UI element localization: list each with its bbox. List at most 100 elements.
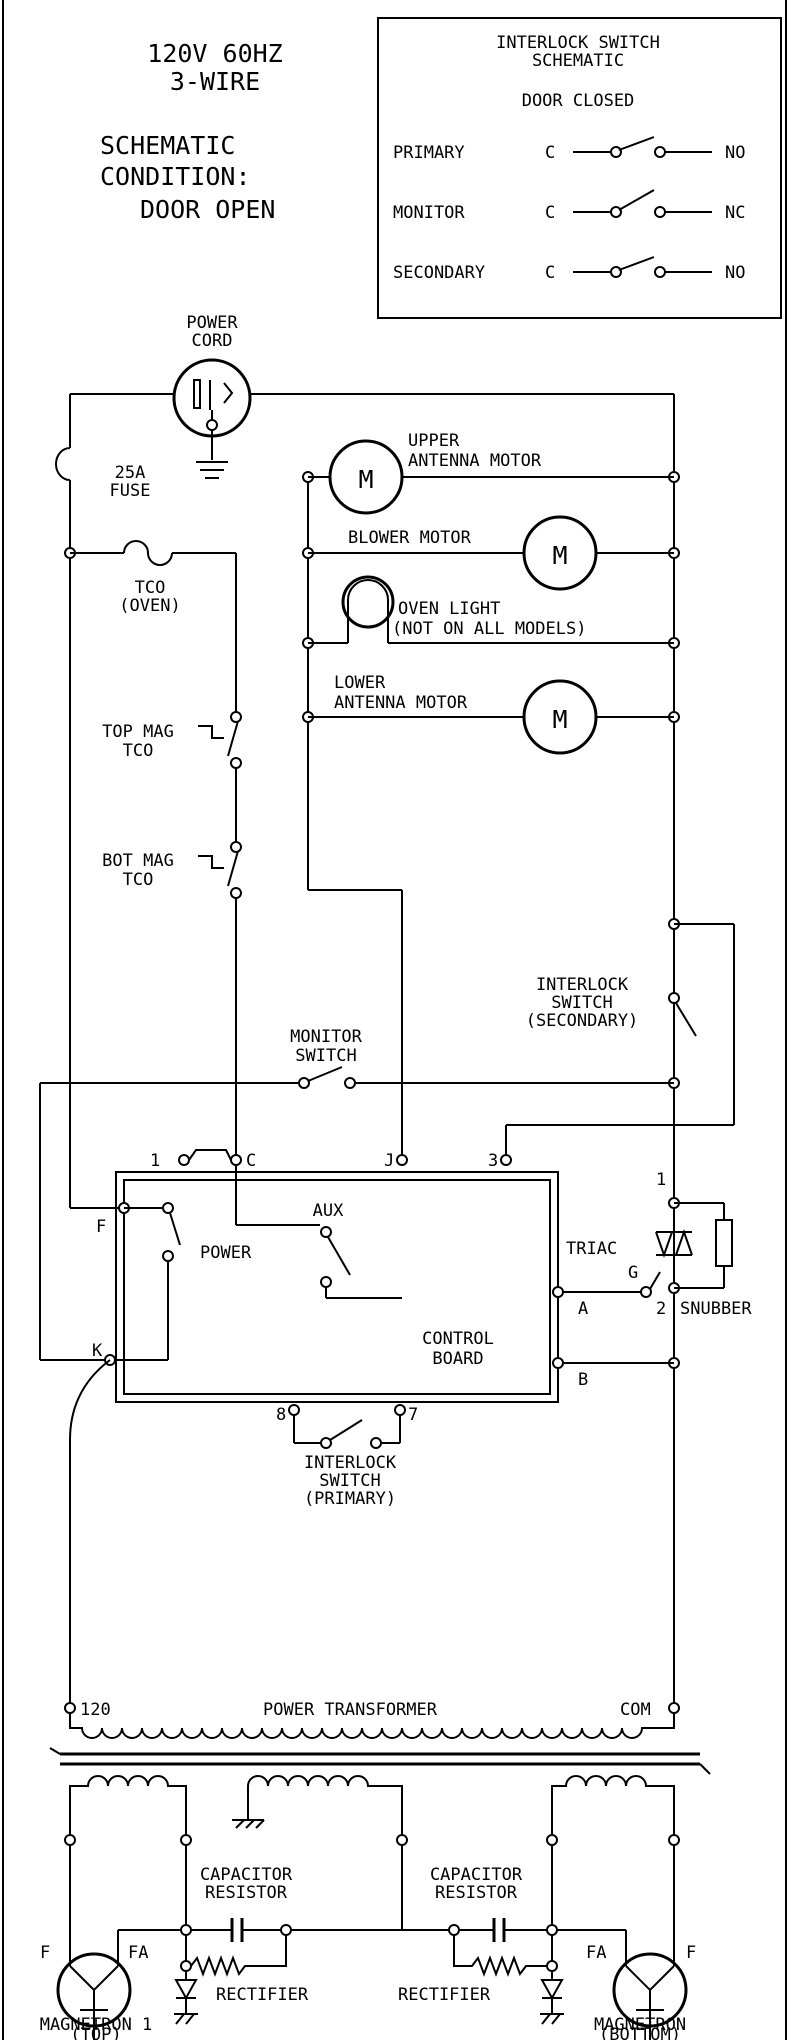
blower-motor-symbol: M xyxy=(552,541,567,570)
interlock-box-title-2: SCHEMATIC xyxy=(532,51,624,71)
control-board: CONTROL BOARD 1 C J 3 AUX F POWER K A B xyxy=(92,1149,674,1425)
transformer-title: POWER TRANSFORMER xyxy=(263,1700,438,1720)
board-terminal-3: 3 xyxy=(488,1151,498,1171)
power-relay-label: POWER xyxy=(200,1243,252,1263)
mag2-fa-label: FA xyxy=(586,1943,606,1963)
board-terminal-k: K xyxy=(92,1341,103,1361)
ground-icon xyxy=(196,461,228,479)
secondary-windings xyxy=(64,1775,680,1846)
tco-oven-label-2: (OVEN) xyxy=(119,596,180,616)
magnetron-top-label-1: MAGNETRON 1 xyxy=(40,2015,153,2035)
oven-light-label-2: (NOT ON ALL MODELS) xyxy=(392,619,586,639)
upper-motor-label-2: ANTENNA MOTOR xyxy=(408,451,542,471)
resistor-label-2: RESISTOR xyxy=(435,1883,518,1903)
row-secondary-c: C xyxy=(545,263,555,283)
control-board-label-2: BOARD xyxy=(432,1349,483,1369)
lower-motor-label-1: LOWER xyxy=(334,673,386,693)
fuse-icon xyxy=(55,447,71,481)
snubber-resistor-icon xyxy=(715,1219,733,1267)
board-terminal-7: 7 xyxy=(408,1405,418,1425)
rectifier-diode-2-icon xyxy=(540,1979,564,2001)
board-terminal-8: 8 xyxy=(276,1405,286,1425)
tco-oven-label-1: TCO xyxy=(135,578,166,598)
mag2-f-label: F xyxy=(686,1943,696,1963)
upper-antenna-motor: M UPPER ANTENNA MOTOR xyxy=(308,431,674,515)
row-monitor-end: NC xyxy=(725,203,745,223)
capacitor-label-1: CAPACITOR xyxy=(200,1865,293,1885)
interlock-schematic-box xyxy=(377,17,782,319)
fuse-label-2: FUSE xyxy=(110,481,151,501)
blower-motor-label: BLOWER MOTOR xyxy=(348,528,472,548)
triac-gate-label: G xyxy=(628,1263,638,1283)
interlock-box-state: DOOR CLOSED xyxy=(522,91,635,111)
row-secondary-end: NO xyxy=(725,263,745,283)
hv-circuit-left: CAPACITOR RESISTOR RECTIFIER F FA xyxy=(40,1845,403,2040)
bottom-mag-tco-label-1: BOT MAG xyxy=(102,851,174,871)
row-monitor-c: C xyxy=(545,203,555,223)
mag1-fa-label: FA xyxy=(128,1943,148,1963)
bleeder-resistor-2-icon xyxy=(453,1935,547,1977)
line-l1-wiring xyxy=(55,393,237,1209)
power-plug-icon xyxy=(172,358,252,460)
top-mag-tco-label-1: TOP MAG xyxy=(102,722,174,742)
board-terminal-j: J xyxy=(384,1151,394,1171)
motor-bus xyxy=(302,471,403,1160)
board-terminal-a: A xyxy=(578,1299,588,1319)
secondary-switch-label-3: (SECONDARY) xyxy=(526,1011,639,1031)
monitor-switch-label-2: SWITCH xyxy=(295,1046,356,1066)
condition-line-2: CONDITION: xyxy=(100,162,251,191)
primary-switch-label-2: SWITCH xyxy=(319,1471,380,1491)
mag1-f-label: F xyxy=(40,1943,50,1963)
row-primary-name: PRIMARY xyxy=(393,143,465,163)
rectifier-diode-icon xyxy=(174,1979,198,2001)
interlock-box-title-1: INTERLOCK SWITCH xyxy=(496,33,660,53)
secondary-switch-label-1: INTERLOCK xyxy=(536,975,629,995)
bleeder-resistor-icon xyxy=(190,1935,287,1977)
voltage-label: 120V 60HZ xyxy=(147,39,282,68)
board-terminal-b: B xyxy=(578,1370,588,1390)
top-mag-tco: TOP MAG TCO xyxy=(102,711,242,847)
triac-terminal-1: 1 xyxy=(656,1170,666,1190)
blower-motor: M BLOWER MOTOR xyxy=(308,515,674,591)
power-transformer: POWER TRANSFORMER 120 COM xyxy=(49,1700,711,1775)
condition-line-3: DOOR OPEN xyxy=(140,195,275,224)
transformer-120-label: 120 xyxy=(80,1700,111,1720)
interlock-row-monitor: MONITOR C NC xyxy=(393,189,745,223)
row-primary-end: NO xyxy=(725,143,745,163)
row-secondary-name: SECONDARY xyxy=(393,263,485,283)
resistor-label-1: RESISTOR xyxy=(205,1883,288,1903)
magnetron-top-label-2: (TOP) xyxy=(70,2025,121,2040)
interlock-row-primary: PRIMARY C NO xyxy=(393,136,745,163)
primary-switch-label-1: INTERLOCK xyxy=(304,1453,397,1473)
secondary-interlock-switch: INTERLOCK SWITCH (SECONDARY) xyxy=(505,923,735,1160)
board-terminal-1: 1 xyxy=(150,1151,160,1171)
interlock-row-secondary: SECONDARY C NO xyxy=(393,256,745,283)
board-terminal-f: F xyxy=(96,1217,106,1237)
capacitor-label-2: CAPACITOR xyxy=(430,1865,523,1885)
condition-line-1: SCHEMATIC xyxy=(100,131,235,160)
row-primary-c: C xyxy=(545,143,555,163)
upper-motor-symbol: M xyxy=(358,465,373,494)
primary-switch-label-3: (PRIMARY) xyxy=(304,1489,396,1509)
monitor-switch: MONITOR SWITCH xyxy=(39,1027,674,1361)
triac-snubber: TRIAC 1 2 G SNUBBER xyxy=(562,1170,752,1319)
secondary-switch-label-2: SWITCH xyxy=(551,993,612,1013)
rectifier-label-2: RECTIFIER xyxy=(398,1985,491,2005)
hv-circuit-right: CAPACITOR RESISTOR RECTIFIER FA F xyxy=(398,1845,696,2040)
fuse-label-1: 25A xyxy=(115,463,146,483)
tco-oven-icon xyxy=(123,540,173,566)
lower-motor-symbol: M xyxy=(552,705,567,734)
upper-motor-label-1: UPPER xyxy=(408,431,460,451)
power-cord-label-2: CORD xyxy=(192,331,233,351)
power-cord-label-1: POWER xyxy=(186,313,238,333)
lower-motor-label-2: ANTENNA MOTOR xyxy=(334,693,468,713)
triac-label: TRIAC xyxy=(566,1239,617,1259)
light-bulb-icon xyxy=(341,575,395,629)
snubber-label: SNUBBER xyxy=(680,1299,752,1319)
lower-antenna-motor: M LOWER ANTENNA MOTOR xyxy=(308,673,674,755)
magnetron-bottom-label-2: (BOTTOM) xyxy=(599,2025,681,2040)
triac-terminal-2: 2 xyxy=(656,1299,666,1319)
wire-label: 3-WIRE xyxy=(170,67,260,96)
transformer-com-label: COM xyxy=(620,1700,651,1720)
